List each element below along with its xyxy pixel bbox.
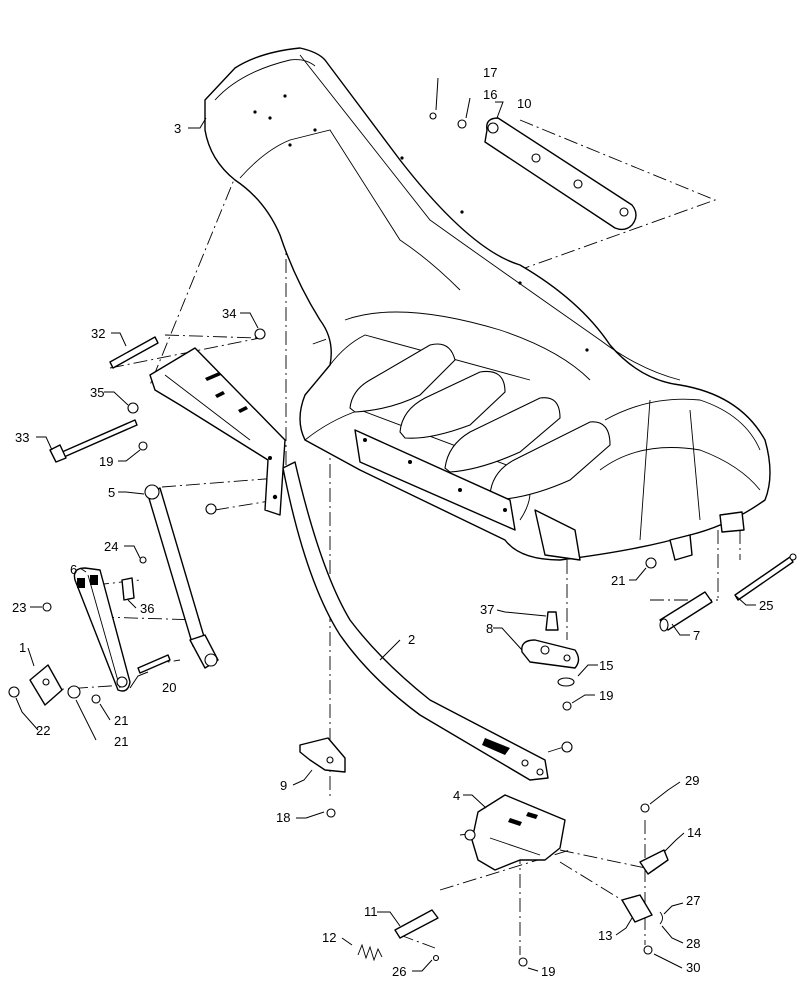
callout-12: 12	[322, 930, 336, 945]
callout-9: 9	[280, 778, 287, 793]
callout-31: 30	[686, 960, 700, 975]
callout-15: 15	[599, 658, 613, 673]
callout-33: 33	[15, 430, 29, 445]
latch-arm-part-6	[73, 567, 131, 692]
bolt-part-30	[640, 803, 650, 813]
washer-part-16	[457, 119, 467, 129]
bolt-part-19-low	[518, 957, 528, 967]
callout-20: 20	[162, 680, 176, 695]
callout-29: 28	[686, 936, 700, 951]
bolt-part-25	[139, 556, 147, 564]
callout-37: 37	[480, 602, 494, 617]
bolt-part-26	[734, 553, 797, 601]
callout-18: 18	[276, 810, 290, 825]
spacer-part-36	[121, 577, 135, 601]
clip-part-9	[299, 737, 346, 773]
bracket-part-1	[29, 664, 63, 706]
callout-17: 17	[483, 65, 497, 80]
callout-16: 16	[483, 87, 497, 102]
callout-11: 11	[364, 904, 378, 919]
clip-part-14	[639, 849, 669, 875]
washer-part-35	[127, 402, 139, 414]
callout-1: 1	[19, 640, 26, 655]
bracket-part-8	[521, 639, 580, 669]
callout-23: 22	[36, 723, 50, 738]
bolt-part-19-mid	[562, 701, 572, 711]
screw-part-18	[326, 808, 336, 818]
nut-part-21-left	[91, 694, 101, 704]
callout-19-mid: 19	[599, 688, 613, 703]
spring-pin-part-28	[659, 911, 663, 925]
callout-8: 8	[486, 621, 493, 636]
callout-5: 5	[108, 485, 115, 500]
callout-13: 13	[598, 928, 612, 943]
callout-36: 36	[140, 601, 154, 616]
callout-25: 24	[104, 539, 118, 554]
bracket-part-5	[149, 347, 286, 516]
callout-10: 10	[517, 96, 531, 111]
callout-34: 34	[222, 306, 236, 321]
callout-22: 21	[114, 734, 128, 749]
pin-part-27	[432, 954, 440, 962]
callout-6: 6	[70, 562, 77, 577]
latch-base-part-4	[464, 794, 566, 871]
bolt-part-33	[49, 419, 138, 463]
callout-19-low: 19	[541, 964, 555, 979]
callout-7: 7	[693, 628, 700, 643]
callout-27: 26	[392, 964, 406, 979]
bolt-part-24	[42, 602, 52, 612]
nut-part-21-right	[645, 557, 657, 569]
callout-21-right: 21	[611, 573, 625, 588]
callout-21-left: 21	[114, 713, 128, 728]
leader-lines	[15, 77, 756, 972]
nut-part-31	[643, 945, 653, 955]
callout-32: 32	[91, 326, 105, 341]
spring-part-12	[357, 943, 383, 962]
callout-24: 23	[12, 600, 26, 615]
callout-4: 4	[453, 788, 460, 803]
tube-part-7	[659, 591, 713, 632]
nut-part-23	[8, 686, 20, 698]
callout-26: 25	[759, 598, 773, 613]
callout-35: 35	[90, 385, 104, 400]
spacer-part-22	[67, 685, 81, 699]
bracket-part-13	[621, 894, 653, 923]
pin-part-37	[545, 611, 559, 631]
callout-28: 27	[686, 893, 700, 908]
washer-part-15	[557, 677, 575, 687]
callout-labels: 3 17 16 10 32 34 35 33 19 5 24 6 23 36 1…	[12, 65, 773, 979]
callout-30: 29	[685, 773, 699, 788]
bolt-head-center	[205, 503, 217, 515]
support-arm-part-2	[282, 461, 549, 781]
nut-part-34	[254, 328, 266, 340]
callout-19-upper: 19	[99, 454, 113, 469]
bolt-part-19-upper	[138, 441, 148, 451]
callout-3: 3	[174, 121, 181, 136]
callout-2: 2	[408, 632, 415, 647]
callout-14: 14	[687, 825, 701, 840]
gas-strut-part-20	[137, 484, 219, 674]
latch-rod-part-11	[394, 909, 439, 939]
pin-part-32	[109, 336, 159, 369]
plate-part-10	[484, 117, 637, 231]
bolt-arm-end	[561, 741, 573, 753]
nut-part-17	[429, 112, 437, 120]
seat-part-3	[204, 47, 771, 561]
